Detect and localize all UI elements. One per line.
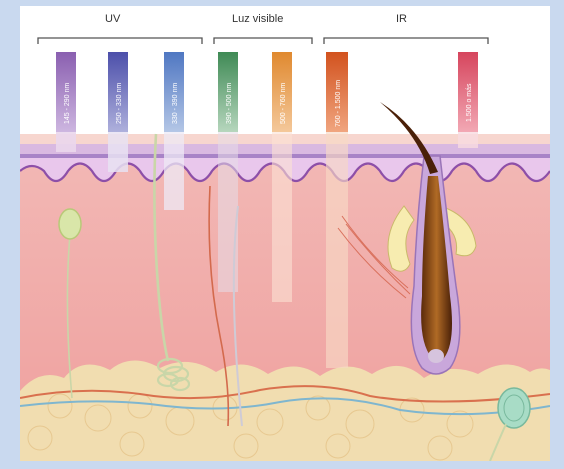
band-2: 250 - 330 nm (108, 52, 128, 132)
band-2-label: 250 - 330 nm (116, 83, 123, 124)
pacinian-corpuscle (498, 388, 530, 428)
hair-papilla (428, 349, 444, 363)
bracket-uv (38, 38, 202, 44)
band-5: 500 - 760 nm (272, 52, 292, 132)
penetration-b7 (458, 132, 478, 148)
penetration-b1 (56, 132, 76, 152)
band-7: 1.500 o más (458, 52, 478, 132)
penetration-b6 (326, 132, 348, 368)
band-1-label: 145 - 290 nm (64, 83, 71, 124)
skin-radiation-diagram: UV Luz visible IR (20, 6, 550, 461)
subcutaneous-fat (20, 360, 550, 461)
group-label-ir: IR (396, 13, 407, 25)
meissner-corpuscle (59, 209, 81, 239)
band-4: 390 - 500 nm (218, 52, 238, 132)
bracket-visible-light (214, 38, 312, 44)
group-label-visible-light: Luz visible (232, 13, 283, 25)
band-6-label: 760 - 1.500 nm (335, 80, 342, 127)
penetration-b2 (108, 132, 128, 172)
band-5-label: 500 - 760 nm (280, 83, 287, 124)
penetration-b3 (164, 132, 184, 210)
bracket-ir (324, 38, 488, 44)
band-7-label: 1.500 o más (466, 83, 473, 122)
group-label-uv: UV (105, 13, 121, 25)
skin-diagram-panel: UV Luz visible IR (20, 6, 550, 461)
band-3-label: 330 - 390 nm (172, 83, 179, 124)
penetration-b5 (272, 132, 292, 302)
band-1: 145 - 290 nm (56, 52, 76, 132)
band-4-label: 390 - 500 nm (226, 83, 233, 124)
band-3: 330 - 390 nm (164, 52, 184, 132)
penetration-b4 (218, 132, 238, 292)
band-6: 760 - 1.500 nm (326, 52, 348, 132)
